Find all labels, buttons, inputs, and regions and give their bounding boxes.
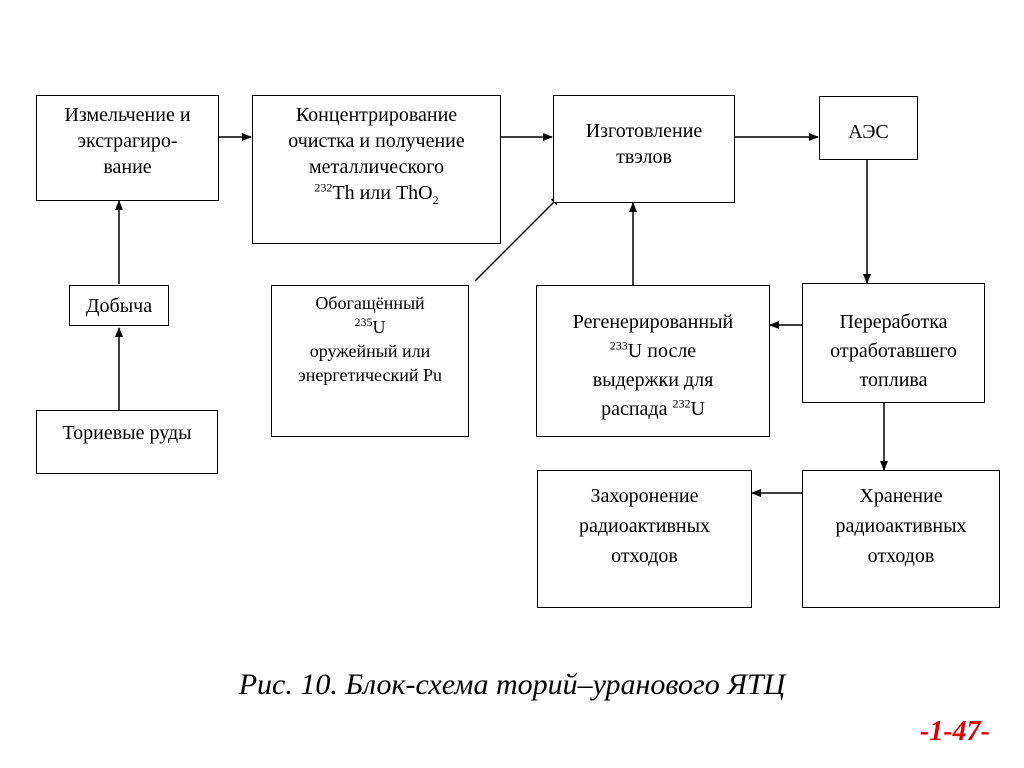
box-reprocessing: Переработка отработавшего топлива [802,283,985,403]
u233-mass-number: 233 [609,338,628,353]
enriched-line-4: энергетический Pu [298,365,442,385]
enriched-line-3: оружейный или [309,341,431,361]
decay-text: распада [601,398,673,420]
grinding-line-1: Измельчение и [64,104,191,126]
box-ores: Ториевые руды [36,410,218,474]
burial-line-2: радиоактивных [578,515,711,537]
u235-mass-number: 235 [354,315,373,329]
box-storage: Хранение радиоактивных отходов [802,470,1000,608]
concentration-line-2: очистка и получение [288,130,465,152]
enriched-line-1: Обогащённый [315,293,425,313]
box-npp: АЭС [819,96,918,160]
concentration-line-3: металлического [309,156,444,178]
box-concentration: Концентрирование очистка и получение мет… [252,95,501,244]
th-mass-number: 232 [314,180,333,195]
reprocessing-line-2: отработавшего [830,340,957,362]
reprocessing-line-3: топлива [859,369,928,391]
u233-text: U после [627,340,697,362]
box-fabrication: Изготовление твэлов [553,95,735,203]
burial-line-1: Захоронение [590,485,699,507]
burial-line-3: отходов [611,545,678,567]
regenerated-line-3: выдержки для [592,369,714,391]
npp-label: АЭС [848,121,889,143]
page-number: -1-47- [920,716,990,747]
fabrication-line-2: твэлов [616,146,672,168]
mining-label: Добыча [85,295,153,317]
figure-caption: Рис. 10. Блок-схема торий–уранового ЯТЦ [238,668,786,701]
ores-label: Ториевые руды [62,422,192,444]
regenerated-line-2: 233U после [537,337,769,366]
reprocessing-line-1: Переработка [839,311,948,333]
grinding-line-2: экстрагиро- [77,130,178,152]
box-regenerated: Регенерированный 233U после выдержки для… [536,285,770,437]
arrow-enriched-to-fabrication [474,195,561,282]
th-formula: Th или ThO [332,182,433,204]
box-burial: Захоронение радиоактивных отходов [537,470,752,608]
box-mining: Добыча [69,285,169,326]
regenerated-line-4: распада 232U [537,395,769,424]
box-grinding: Измельчение и экстрагиро- вание [36,95,219,201]
grinding-line-3: вание [103,156,152,178]
storage-line-3: отходов [867,545,935,567]
u232-mass-number: 232 [672,396,691,411]
u232-symbol: U [690,398,705,420]
regenerated-line-1: Регенерированный [572,311,734,333]
concentration-line-4: 232Th или ThO2 [253,180,500,206]
storage-line-2: радиоактивных [835,515,967,537]
fabrication-line-1: Изготовление [585,120,703,142]
box-enriched: Обогащённый 235U оружейный или энергетич… [271,285,469,437]
storage-line-1: Хранение [859,485,943,507]
u235-symbol: U [372,317,386,337]
o2-subscript: 2 [432,193,439,207]
enriched-line-2: 235U [272,315,468,339]
concentration-line-1: Концентрирование [295,104,458,126]
